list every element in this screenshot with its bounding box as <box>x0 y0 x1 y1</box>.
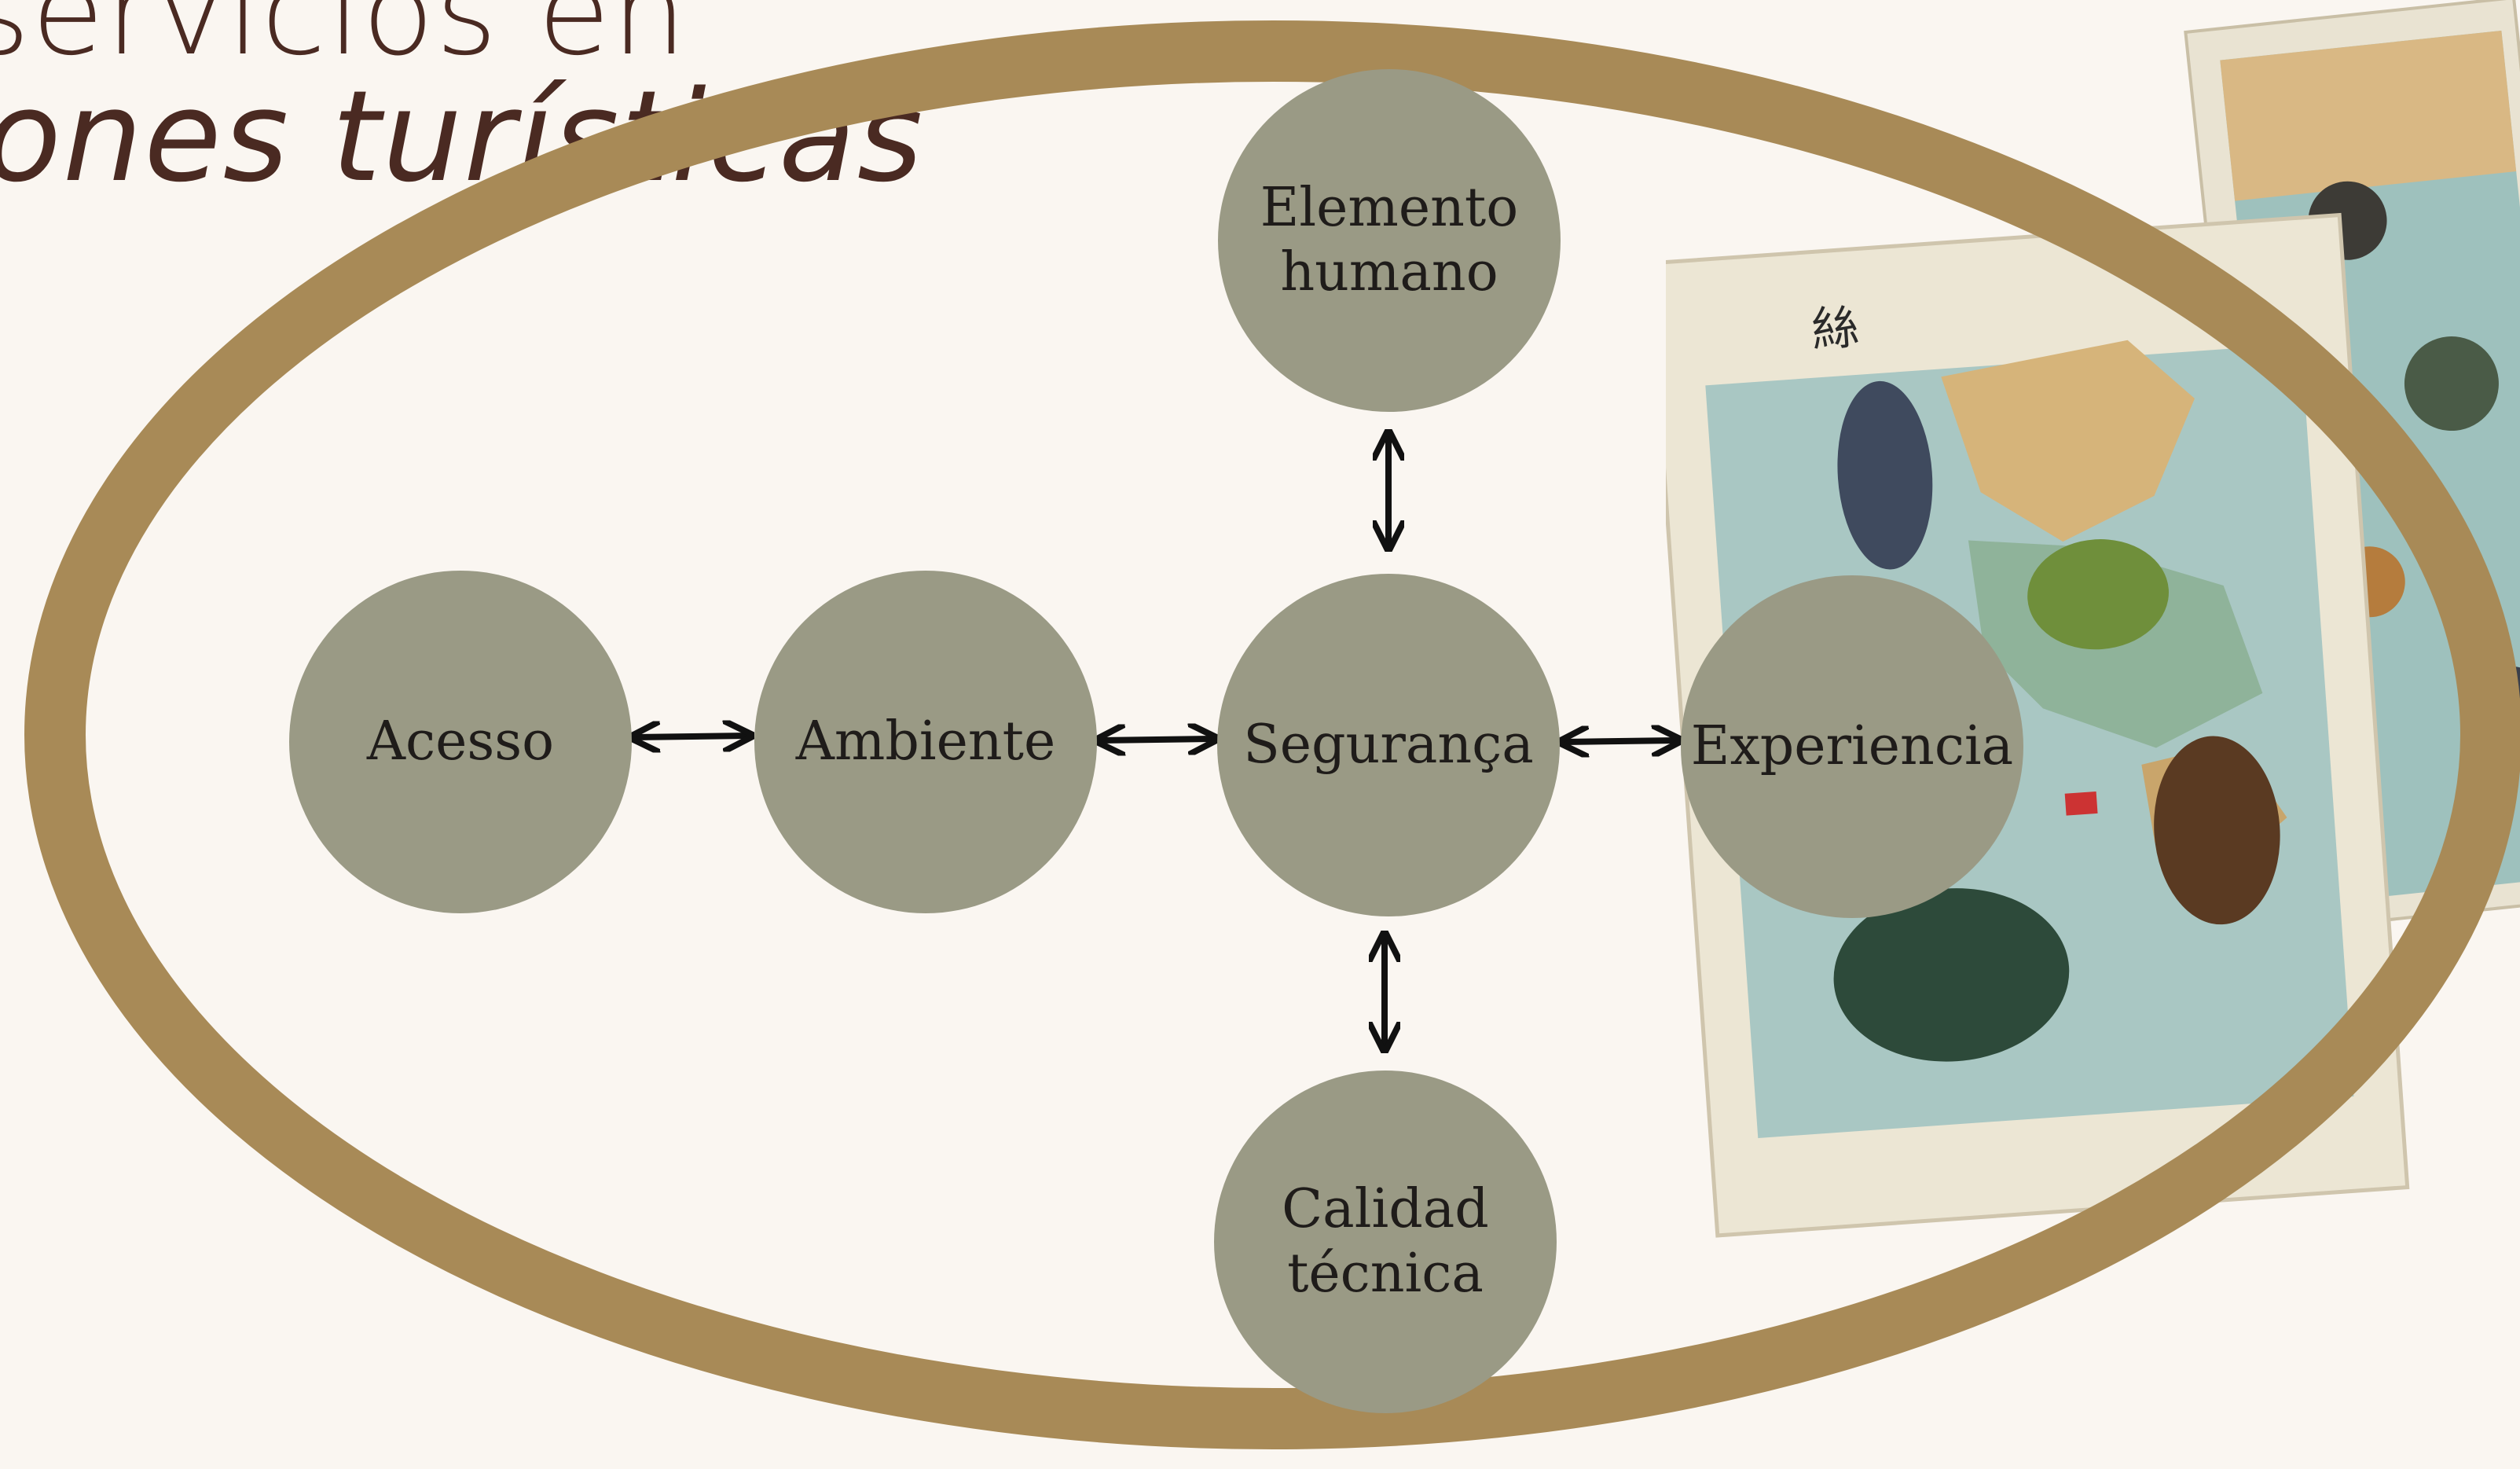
node-acesso-label: Acesso <box>367 710 554 774</box>
node-calidad-tecnica-line-1: Calidad <box>1282 1177 1489 1242</box>
node-experiencia: Experiencia <box>1681 575 2023 918</box>
node-calidad-tecnica-line-2: técnica <box>1282 1242 1489 1306</box>
arrow-acesso-ambiente <box>635 736 748 737</box>
node-elemento-humano-line-2: humano <box>1260 241 1518 305</box>
node-calidad-tecnica: Calidad técnica <box>1214 1071 1557 1413</box>
node-seguranca-label: Segurança <box>1243 713 1534 777</box>
node-ambiente: Ambiente <box>754 571 1097 913</box>
node-seguranca: Segurança <box>1217 574 1560 916</box>
arrow-seguranca-experiencia <box>1564 740 1677 742</box>
node-experiencia-label: Experiencia <box>1691 714 2013 779</box>
node-acesso: Acesso <box>289 571 632 913</box>
node-ambiente-label: Ambiente <box>796 710 1055 774</box>
node-elemento-humano: Elemento humano <box>1218 69 1561 412</box>
node-elemento-humano-line-1: Elemento <box>1260 176 1518 241</box>
arrow-ambiente-seguranca <box>1100 739 1213 740</box>
